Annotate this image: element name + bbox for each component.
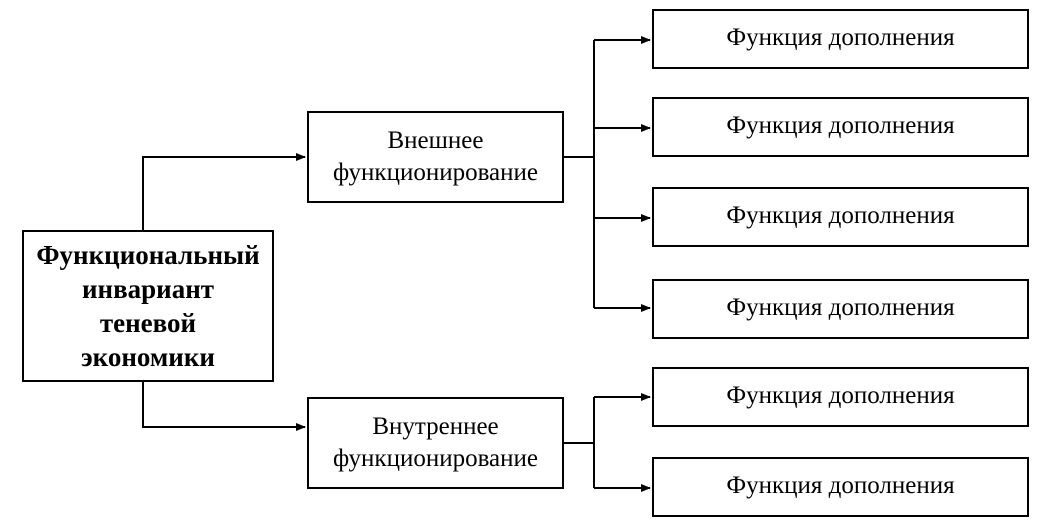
root-line: теневой <box>99 308 197 338</box>
external-functioning-node: Внешнее функционирование <box>307 111 564 203</box>
leaf-node: Функция дополнения <box>652 279 1029 339</box>
leaf-label: Функция дополнения <box>726 112 955 139</box>
connector-root-to-external <box>142 153 306 230</box>
node-line: Внешнее <box>387 127 484 154</box>
leaf-label: Функция дополнения <box>726 202 955 229</box>
leaf-node: Функция дополнения <box>652 187 1029 247</box>
root-line: экономики <box>81 342 215 372</box>
leaf-node: Функция дополнения <box>652 97 1029 157</box>
leaf-node: Функция дополнения <box>652 367 1029 427</box>
leaf-node: Функция дополнения <box>652 457 1029 517</box>
connector-internal-trunk <box>564 397 595 488</box>
connector-root-to-internal <box>142 382 306 431</box>
leaf-label: Функция дополнения <box>726 294 955 321</box>
leaf-label: Функция дополнения <box>726 24 955 51</box>
root-node: Функциональный инвариант теневой экономи… <box>22 230 274 382</box>
node-line: функционирование <box>332 159 539 186</box>
leaf-label: Функция дополнения <box>726 472 955 499</box>
node-line: функционирование <box>332 445 539 472</box>
root-line: Функциональный <box>36 240 260 270</box>
leaf-node: Функция дополнения <box>652 9 1029 69</box>
connector-external-trunk <box>564 40 595 308</box>
root-line: инвариант <box>81 274 215 304</box>
leaf-label: Функция дополнения <box>726 382 955 409</box>
internal-functioning-node: Внутреннее функционирование <box>307 397 564 489</box>
node-line: Внутреннее <box>372 413 499 440</box>
